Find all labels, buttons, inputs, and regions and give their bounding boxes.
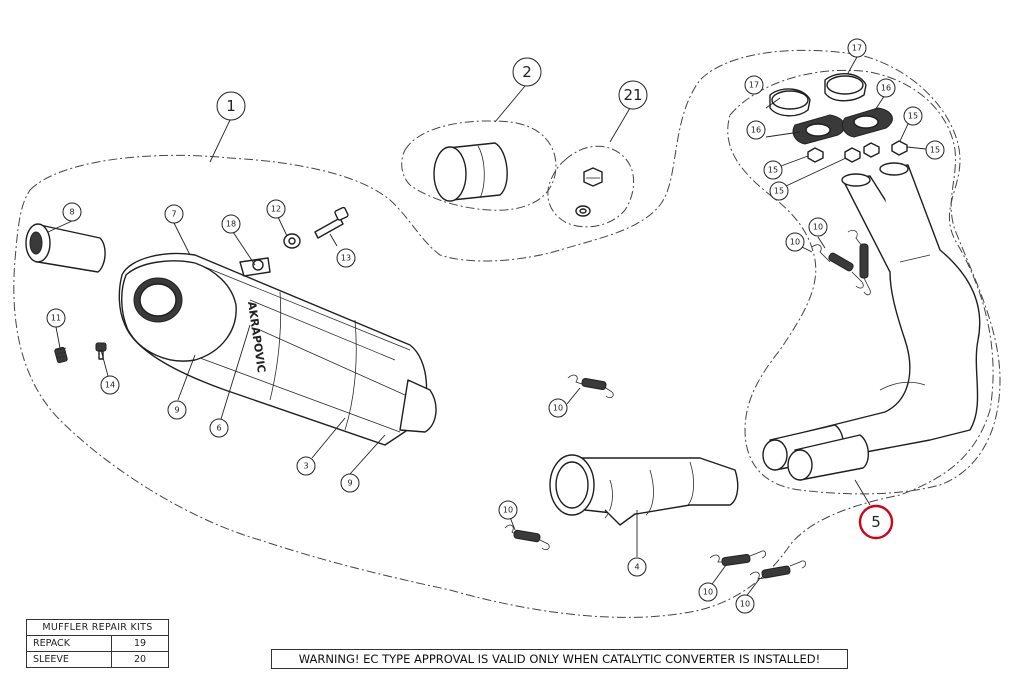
callout-18: 18 xyxy=(221,214,241,234)
svg-text:18: 18 xyxy=(226,220,236,229)
svg-text:15: 15 xyxy=(908,112,918,121)
svg-text:10: 10 xyxy=(790,238,800,247)
svg-text:7: 7 xyxy=(171,210,176,219)
callout-5-highlighted: 5 xyxy=(858,504,894,540)
muffler-part: AKRAPOVIC xyxy=(118,252,437,446)
svg-text:9: 9 xyxy=(174,406,179,415)
callout-6: 6 xyxy=(209,418,229,438)
repair-kit-row: SLEEVE 20 xyxy=(26,651,169,668)
callout-9-right: 9 xyxy=(340,473,360,493)
callout-10-a: 10 xyxy=(808,217,828,237)
long-bolt-part xyxy=(314,206,349,239)
callout-16-left: 16 xyxy=(746,120,766,140)
sleeve-part xyxy=(433,142,508,202)
svg-text:14: 14 xyxy=(105,381,115,390)
screw-part xyxy=(54,346,68,364)
svg-text:15: 15 xyxy=(768,166,778,175)
svg-text:10: 10 xyxy=(703,588,713,597)
washer-part xyxy=(283,233,301,249)
callout-21: 21 xyxy=(618,80,648,110)
callout-9-left: 9 xyxy=(167,400,187,420)
group-1-boundary xyxy=(13,49,994,618)
callout-2: 2 xyxy=(512,57,542,87)
repair-kits-title-row: MUFFLER REPAIR KITS xyxy=(26,619,169,636)
ec-approval-warning: WARNING! EC TYPE APPROVAL IS VALID ONLY … xyxy=(271,649,848,669)
callout-10-e: 10 xyxy=(698,582,718,602)
callout-17-left: 17 xyxy=(744,75,764,95)
flange-nut-part xyxy=(807,140,908,163)
muffler-repair-kits-table: MUFFLER REPAIR KITS REPACK 19 SLEEVE 20 xyxy=(26,619,169,668)
link-pipe-part xyxy=(549,454,739,526)
svg-text:17: 17 xyxy=(749,81,759,90)
callout-10-f: 10 xyxy=(735,594,755,614)
svg-text:15: 15 xyxy=(930,146,940,155)
spring-part xyxy=(504,230,871,580)
group-2-boundary xyxy=(401,120,557,211)
svg-text:10: 10 xyxy=(813,223,823,232)
svg-text:21: 21 xyxy=(623,86,642,104)
svg-text:2: 2 xyxy=(522,63,532,81)
repair-kits-title: MUFFLER REPAIR KITS xyxy=(26,619,169,636)
repair-kit-label: SLEEVE xyxy=(26,651,112,668)
svg-text:15: 15 xyxy=(774,187,784,196)
svg-text:4: 4 xyxy=(634,563,639,572)
callout-4: 4 xyxy=(627,557,647,577)
header-pipe-part xyxy=(762,162,981,481)
callout-11: 11 xyxy=(46,308,66,328)
flange-part xyxy=(792,107,893,145)
callout-15-b: 15 xyxy=(769,181,789,201)
group-21-boundary xyxy=(547,145,635,228)
callout-17-right: 17 xyxy=(847,38,867,58)
end-cap-part xyxy=(25,223,106,273)
svg-text:16: 16 xyxy=(881,84,891,93)
callout-3: 3 xyxy=(296,456,316,476)
callout-7: 7 xyxy=(164,204,184,224)
svg-text:11: 11 xyxy=(51,314,61,323)
callout-10-d: 10 xyxy=(498,500,518,520)
callout-13: 13 xyxy=(336,248,356,268)
callout-1: 1 xyxy=(216,91,246,121)
svg-text:13: 13 xyxy=(341,254,351,263)
repair-kit-label: REPACK xyxy=(26,635,112,652)
callout-15-c: 15 xyxy=(903,106,923,126)
svg-text:10: 10 xyxy=(503,506,513,515)
callout-12: 12 xyxy=(266,199,286,219)
callout-15-a: 15 xyxy=(763,160,783,180)
svg-text:16: 16 xyxy=(751,126,761,135)
svg-text:5: 5 xyxy=(871,513,881,531)
callout-15-d: 15 xyxy=(925,140,945,160)
callout-10-c: 10 xyxy=(548,398,568,418)
svg-text:3: 3 xyxy=(303,462,308,471)
callout-8: 8 xyxy=(62,202,82,222)
callout-10-b: 10 xyxy=(785,232,805,252)
group-5-boundary xyxy=(727,69,1001,495)
repair-kit-part-number: 19 xyxy=(111,635,169,652)
repair-kit-part-number: 20 xyxy=(111,651,169,668)
repair-kit-row: REPACK 19 xyxy=(26,635,169,652)
svg-text:1: 1 xyxy=(226,97,236,115)
svg-text:10: 10 xyxy=(553,404,563,413)
leader-lines xyxy=(47,56,927,599)
svg-text:9: 9 xyxy=(347,479,352,488)
svg-text:17: 17 xyxy=(852,44,862,53)
callout-16-right: 16 xyxy=(876,78,896,98)
gasket-part xyxy=(769,73,867,117)
svg-text:6: 6 xyxy=(216,424,221,433)
svg-text:12: 12 xyxy=(271,205,281,214)
nut-washer-part xyxy=(575,167,603,217)
svg-text:10: 10 xyxy=(740,600,750,609)
svg-text:8: 8 xyxy=(69,208,74,217)
callout-14: 14 xyxy=(100,375,120,395)
